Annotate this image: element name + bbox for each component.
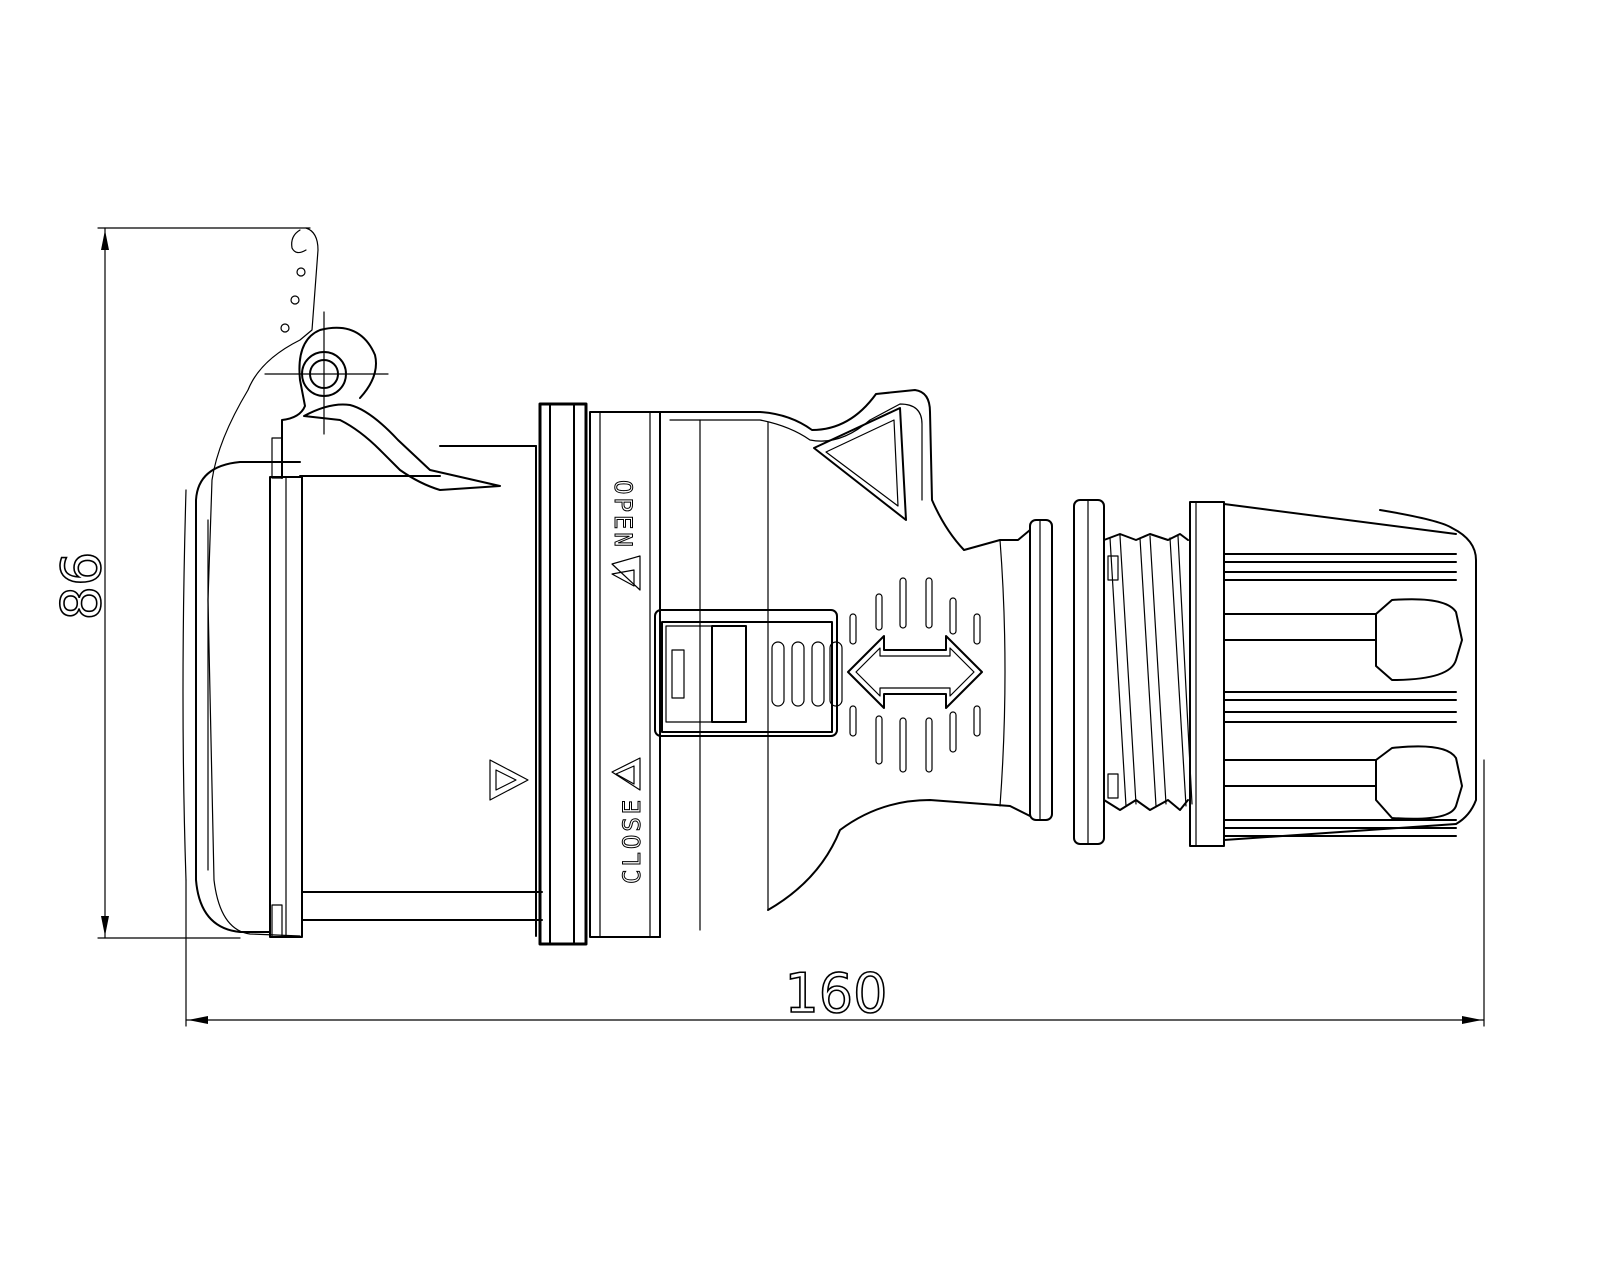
cable-gland [1029, 499, 1193, 845]
width-dimension-label: 160 [784, 962, 887, 1025]
close-triangle-icon [611, 757, 641, 791]
height-dimension: 86 [49, 227, 311, 939]
hinge [264, 311, 537, 491]
handle-body [659, 389, 1031, 938]
open-triangle-icon [611, 555, 641, 591]
vent-slots [849, 577, 981, 773]
width-dimension: 160 [185, 759, 1485, 1027]
socket-body [301, 402, 661, 946]
height-dimension-label: 86 [50, 552, 113, 621]
close-label: CLOSE [618, 797, 646, 884]
knurled-nut [1189, 501, 1477, 847]
slide-lock [654, 609, 843, 737]
hinged-lid [182, 227, 319, 938]
double-arrow-icon [847, 635, 983, 709]
rotation-markings: OPEN CLOSE [609, 480, 647, 885]
open-label: OPEN [609, 480, 637, 550]
